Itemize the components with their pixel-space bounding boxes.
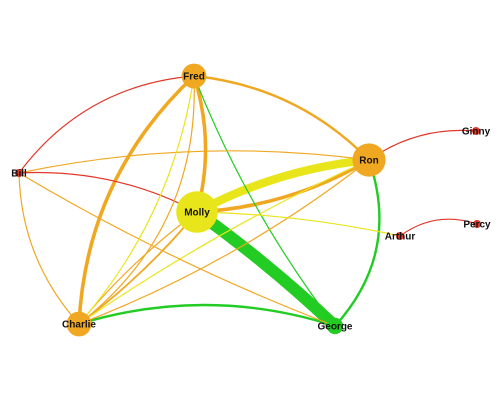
node-label-percy: Percy [463,220,491,231]
edge-fred-george [193,75,336,327]
edge-bill-george [18,172,336,327]
node-label-molly: Molly [184,208,210,219]
node-ron[interactable] [352,143,386,177]
node-label-george: George [317,322,352,333]
node-bill[interactable] [15,169,23,177]
node-percy[interactable] [473,220,481,228]
edge-arthur-percy [399,218,478,237]
edge-molly-ron [195,158,371,214]
node-label-arthur: Arthur [385,232,416,243]
edge-fred-ron [192,74,371,162]
edge-molly-george [191,206,341,332]
node-label-ron: Ron [359,156,378,167]
node-label-fred: Fred [183,72,205,83]
edge-ron-george [333,158,381,328]
edge-molly-ron [192,155,374,217]
edge-fred-charlie [78,75,195,325]
edge-bill-charlie [18,172,80,325]
edge-ron-ginny [368,129,477,161]
edge-charlie-ron [78,159,370,325]
node-fred[interactable] [181,63,207,89]
edge-charlie-ron [78,159,370,325]
node-charlie[interactable] [66,311,92,337]
edge-molly-arthur [196,211,401,237]
edge-bill-ron [18,150,370,174]
node-label-bill: Bill [11,169,27,180]
edge-bill-fred [18,75,195,174]
node-arthur[interactable] [396,232,404,240]
node-molly[interactable] [176,191,218,233]
edges-layer [18,74,478,332]
node-george[interactable] [326,317,344,335]
edge-bill-molly [18,171,198,213]
edge-charlie-george [77,303,337,328]
node-label-charlie: Charlie [62,320,96,331]
node-ginny[interactable] [472,127,480,135]
edge-fred-charlie [78,75,195,325]
node-label-ginny: Ginny [462,127,491,138]
nodes-layer [15,63,481,337]
edge-fred-charlie [77,74,196,326]
